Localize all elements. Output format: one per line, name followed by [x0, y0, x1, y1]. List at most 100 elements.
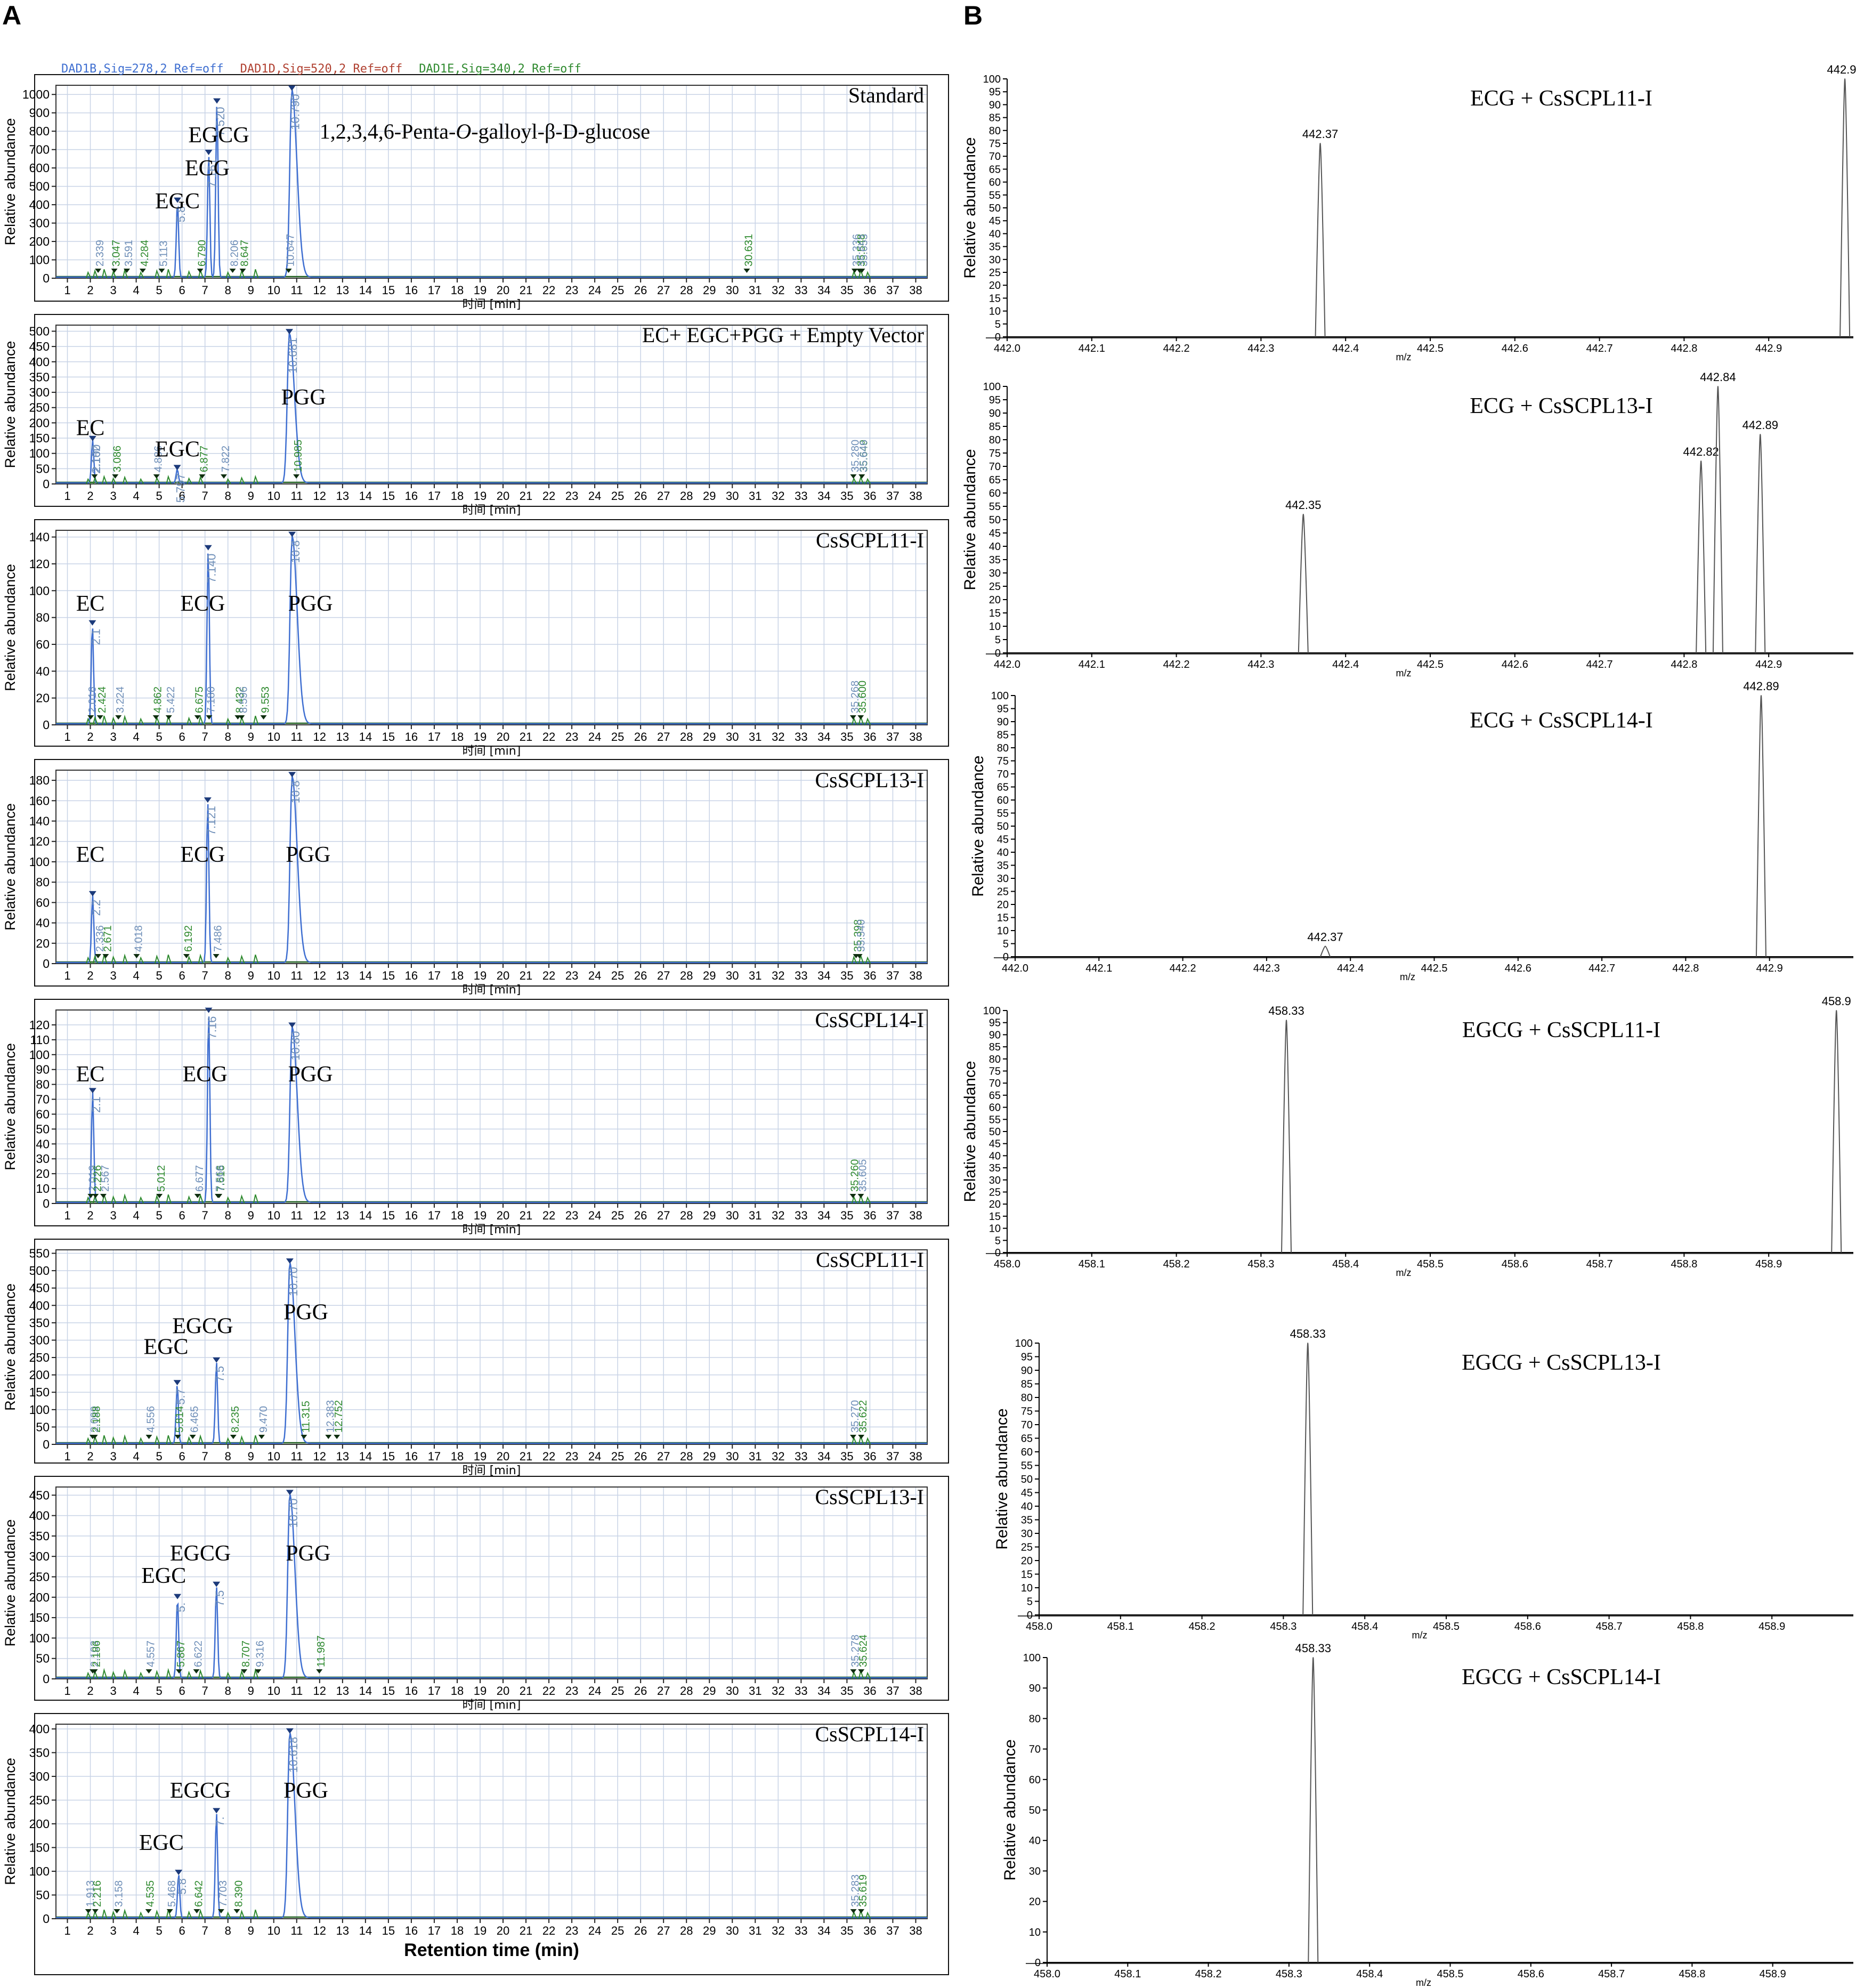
x-tick-label: 22	[542, 730, 555, 744]
x-tick-label: 442.5	[1421, 963, 1447, 974]
x-tick-label: 34	[817, 1684, 830, 1698]
plot-frame	[55, 1724, 928, 1919]
minor-peak-label: 9.316	[254, 1640, 266, 1667]
x-tick-label: 31	[749, 1924, 761, 1937]
x-tick-label: 7	[202, 1450, 208, 1463]
x-tick-label: 34	[817, 730, 830, 744]
x-tick-label: 31	[749, 730, 761, 744]
x-tick-label: 10	[268, 284, 280, 297]
x-tick-label: 4	[133, 730, 139, 744]
minor-peak-marker	[850, 1435, 857, 1439]
minor-peak-label: 2.339	[94, 240, 106, 266]
x-tick-label: 20	[497, 969, 509, 982]
y-tick-label: 15	[989, 1211, 1001, 1223]
minor-peak-label: 9.553	[260, 686, 272, 713]
minor-peak-label: 8.647	[239, 240, 251, 266]
y-tick-label: 0	[1027, 1610, 1033, 1621]
x-tick-label: 12	[313, 1209, 326, 1222]
y-tick-label: 140	[29, 530, 50, 544]
y-tick-label: 30	[997, 873, 1009, 885]
x-tick-label: 458.1	[1114, 1968, 1141, 1980]
x-tick-label: 5	[156, 1684, 162, 1698]
x-tick-label: 31	[749, 1209, 761, 1222]
peak-label: 2.1	[90, 1096, 103, 1113]
x-tick-label: 36	[863, 1924, 876, 1937]
y-tick-label: 140	[29, 814, 50, 828]
x-tick-label: 458.8	[1677, 1621, 1704, 1633]
x-tick-label: 16	[405, 1924, 418, 1937]
minor-peak-label: 12.752	[333, 1400, 345, 1433]
y-tick-label: 90	[997, 716, 1009, 728]
x-tick-label: 6	[179, 1209, 185, 1222]
minor-peak-label: 3.591	[123, 240, 135, 266]
x-tick-label: 35	[840, 489, 853, 503]
x-tick-label: 30	[726, 969, 739, 982]
x-tick-label: 7	[202, 489, 208, 503]
x-tick-label: 1	[64, 1209, 70, 1222]
x-tick-label: 26	[634, 489, 647, 503]
x-tick-label: 38	[909, 489, 922, 503]
y-tick-label: 0	[43, 271, 50, 285]
x-tick-label: 13	[336, 1924, 349, 1937]
y-tick-label: 35	[989, 554, 1001, 566]
x-tick-label: 36	[863, 1684, 876, 1698]
x-axis-label: m/z	[1412, 1630, 1428, 1640]
y-tick-label: 85	[989, 1041, 1001, 1053]
x-axis-label: m/z	[1396, 352, 1412, 362]
y-tick-label: 95	[989, 394, 1001, 406]
x-tick-label: 35	[840, 1209, 853, 1222]
minor-peak-label: 35.270	[849, 1400, 861, 1433]
x-tick-label: 13	[336, 489, 349, 503]
y-tick-label: 90	[36, 1063, 50, 1077]
x-tick-label: 33	[795, 730, 807, 744]
x-tick-label: 4	[133, 284, 139, 297]
x-tick-label: 27	[657, 1450, 670, 1463]
x-tick-label: 10	[268, 969, 280, 982]
x-tick-label: 458.5	[1417, 1258, 1444, 1270]
y-tick-label: 0	[995, 1247, 1001, 1259]
x-tick-label: 9	[248, 1924, 254, 1937]
minor-peak-label: 35.283	[850, 1874, 862, 1907]
y-tick-label: 5	[1003, 939, 1009, 950]
x-tick-label: 9	[248, 969, 254, 982]
x-tick-label: 6	[179, 1684, 185, 1698]
x-tick-label: 442.1	[1079, 659, 1105, 670]
y-tick-label: 20	[989, 594, 1001, 606]
minor-peak-marker	[229, 269, 236, 273]
minor-peak-label: 5.422	[165, 686, 177, 713]
x-tick-label: 1	[64, 1684, 70, 1698]
annotation-part: 1,2,3,4,6-Penta-	[320, 119, 456, 143]
x-tick-label: 36	[863, 1450, 876, 1463]
peak-mz-label: 442.82	[1683, 445, 1719, 458]
minor-peak-marker	[858, 269, 865, 273]
peak-label: 2.2	[90, 900, 103, 916]
minor-peak-marker	[123, 269, 130, 273]
x-tick-label: 21	[520, 730, 532, 744]
chart-outer-frame	[34, 519, 949, 747]
minor-peak-marker	[139, 269, 146, 273]
minor-peak-label: 10.985	[293, 440, 304, 472]
x-tick-label: 27	[657, 284, 670, 297]
y-tick-label: 15	[989, 608, 1001, 619]
y-tick-label: 5	[995, 1235, 1001, 1247]
y-tick-label: 45	[989, 528, 1001, 539]
x-tick-label: 458.3	[1270, 1621, 1296, 1633]
y-axis-label: Relative abundance	[2, 1520, 18, 1647]
spectrum-peak	[1696, 460, 1707, 653]
compound-annotation: PGG	[288, 1062, 333, 1087]
y-tick-label: 55	[989, 501, 1001, 513]
x-tick-label: 37	[886, 489, 899, 503]
compound-annotation: EGCG	[170, 1541, 231, 1566]
minor-peak-label: 8.206	[229, 240, 241, 266]
peak-marker	[288, 85, 296, 91]
minor-peak-label: 7.703	[217, 1880, 229, 1907]
x-tick-label: 442.7	[1588, 963, 1615, 974]
x-tick-label: 2	[87, 1450, 93, 1463]
x-tick-label: 19	[474, 969, 487, 982]
x-tick-label: 25	[611, 730, 624, 744]
x-tick-label: 18	[451, 284, 464, 297]
peak-marker	[88, 1088, 96, 1094]
y-tick-label: 100	[29, 1631, 50, 1645]
